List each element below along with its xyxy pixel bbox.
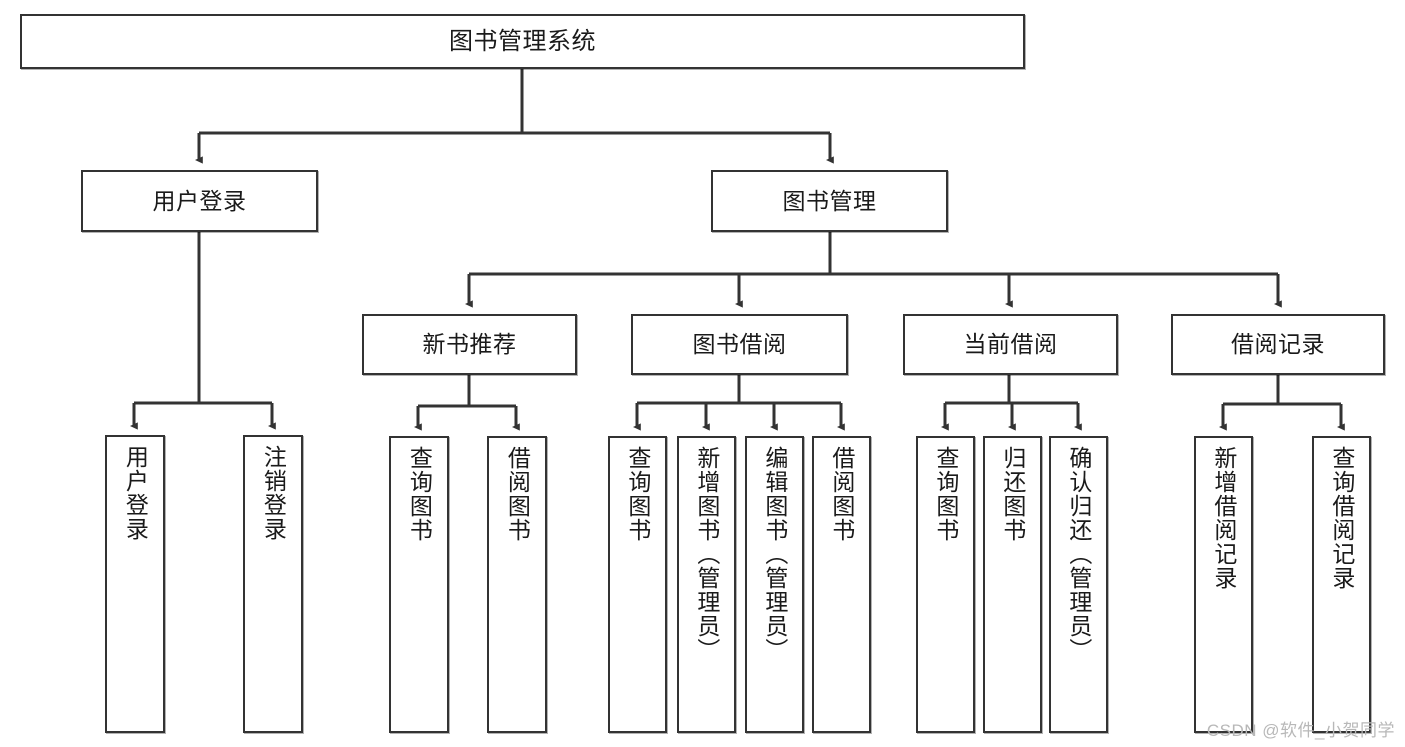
node-label: 新书推荐 xyxy=(422,331,517,358)
node-label: 查询图书 xyxy=(406,446,433,542)
node-label: 用户登录 xyxy=(122,445,149,541)
node-leaf-add-record[interactable]: 新增借阅记录 xyxy=(1194,436,1253,733)
node-new-book-recommend[interactable]: 新书推荐 xyxy=(362,314,577,375)
node-user-login[interactable]: 用户登录 xyxy=(81,170,318,232)
node-label: 图书借阅 xyxy=(692,331,787,358)
node-label: 图书管理 xyxy=(782,187,877,214)
node-label: 图书管理系统 xyxy=(449,27,596,55)
node-label: 新增图书（管理员） xyxy=(693,446,720,662)
node-leaf-user-login[interactable]: 用户登录 xyxy=(105,435,165,733)
node-leaf-borrow-book-1[interactable]: 借阅图书 xyxy=(487,436,547,733)
node-label: 借阅图书 xyxy=(504,446,531,542)
node-leaf-query-book-1[interactable]: 查询图书 xyxy=(389,436,449,733)
node-borrow-record[interactable]: 借阅记录 xyxy=(1171,314,1385,375)
node-label: 编辑图书（管理员） xyxy=(761,446,788,662)
node-label: 查询图书 xyxy=(932,446,959,542)
node-book-borrow[interactable]: 图书借阅 xyxy=(631,314,848,375)
node-label: 用户登录 xyxy=(152,187,247,214)
node-label: 注销登录 xyxy=(260,445,287,541)
node-leaf-confirm-return[interactable]: 确认归还（管理员） xyxy=(1049,436,1108,733)
node-label: 新增借阅记录 xyxy=(1210,446,1237,590)
node-leaf-query-record[interactable]: 查询借阅记录 xyxy=(1312,436,1371,733)
node-leaf-add-book[interactable]: 新增图书（管理员） xyxy=(677,436,736,733)
node-label: 确认归还（管理员） xyxy=(1065,446,1092,662)
node-leaf-query-book-3[interactable]: 查询图书 xyxy=(916,436,975,733)
node-label: 借阅记录 xyxy=(1231,331,1325,358)
node-current-borrow[interactable]: 当前借阅 xyxy=(903,314,1118,375)
node-label: 查询借阅记录 xyxy=(1328,446,1355,590)
node-label: 归还图书 xyxy=(999,446,1026,542)
node-leaf-return-book[interactable]: 归还图书 xyxy=(983,436,1042,733)
node-book-manage[interactable]: 图书管理 xyxy=(711,170,948,232)
node-label: 查询图书 xyxy=(624,446,651,542)
node-root-system[interactable]: 图书管理系统 xyxy=(20,14,1025,69)
node-leaf-logout-login[interactable]: 注销登录 xyxy=(243,435,303,733)
node-label: 借阅图书 xyxy=(828,446,855,542)
node-leaf-edit-book[interactable]: 编辑图书（管理员） xyxy=(745,436,804,733)
node-leaf-borrow-book-2[interactable]: 借阅图书 xyxy=(812,436,871,733)
node-leaf-query-book-2[interactable]: 查询图书 xyxy=(608,436,667,733)
csdn-watermark: CSDN @软件_小贺同学 xyxy=(1206,721,1395,740)
node-label: 当前借阅 xyxy=(963,331,1058,358)
